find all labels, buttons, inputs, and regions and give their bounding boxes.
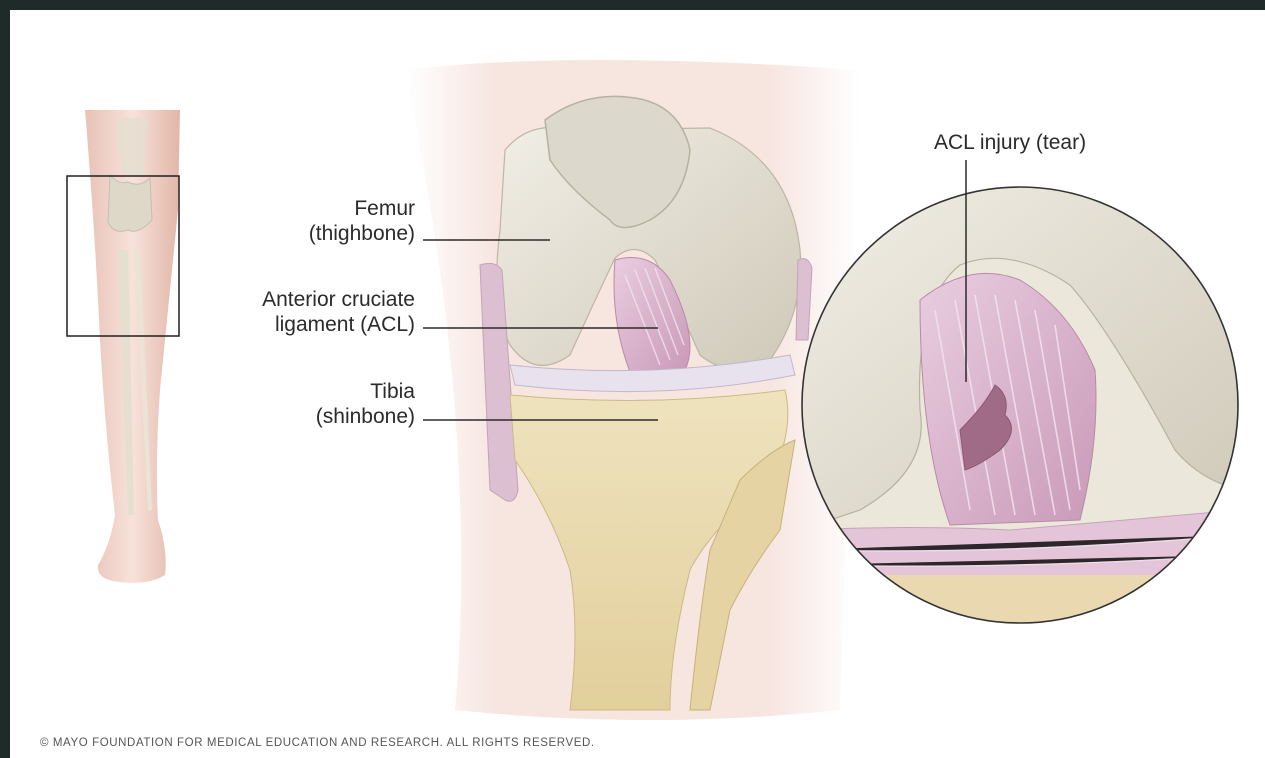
label-tibia: Tibia (shinbone): [316, 379, 415, 429]
label-femur-line1: Femur: [309, 196, 415, 221]
leg-overview-figure: [85, 110, 180, 583]
label-acl-line2: ligament (ACL): [262, 312, 415, 337]
label-acl-injury: ACL injury (tear): [934, 130, 1086, 155]
label-femur: Femur (thighbone): [309, 196, 415, 246]
label-femur-line2: (thighbone): [309, 221, 415, 246]
label-tibia-line2: (shinbone): [316, 404, 415, 429]
acl-tear-closeup: [800, 185, 1240, 635]
label-tibia-line1: Tibia: [316, 379, 415, 404]
copyright-notice: © MAYO FOUNDATION FOR MEDICAL EDUCATION …: [40, 737, 595, 749]
label-acl-line1: Anterior cruciate: [262, 287, 415, 312]
label-acl: Anterior cruciate ligament (ACL): [262, 287, 415, 337]
knee-anatomy-illustration: [10, 10, 1265, 758]
illustration-frame: Femur (thighbone) Anterior cruciate liga…: [10, 10, 1265, 758]
